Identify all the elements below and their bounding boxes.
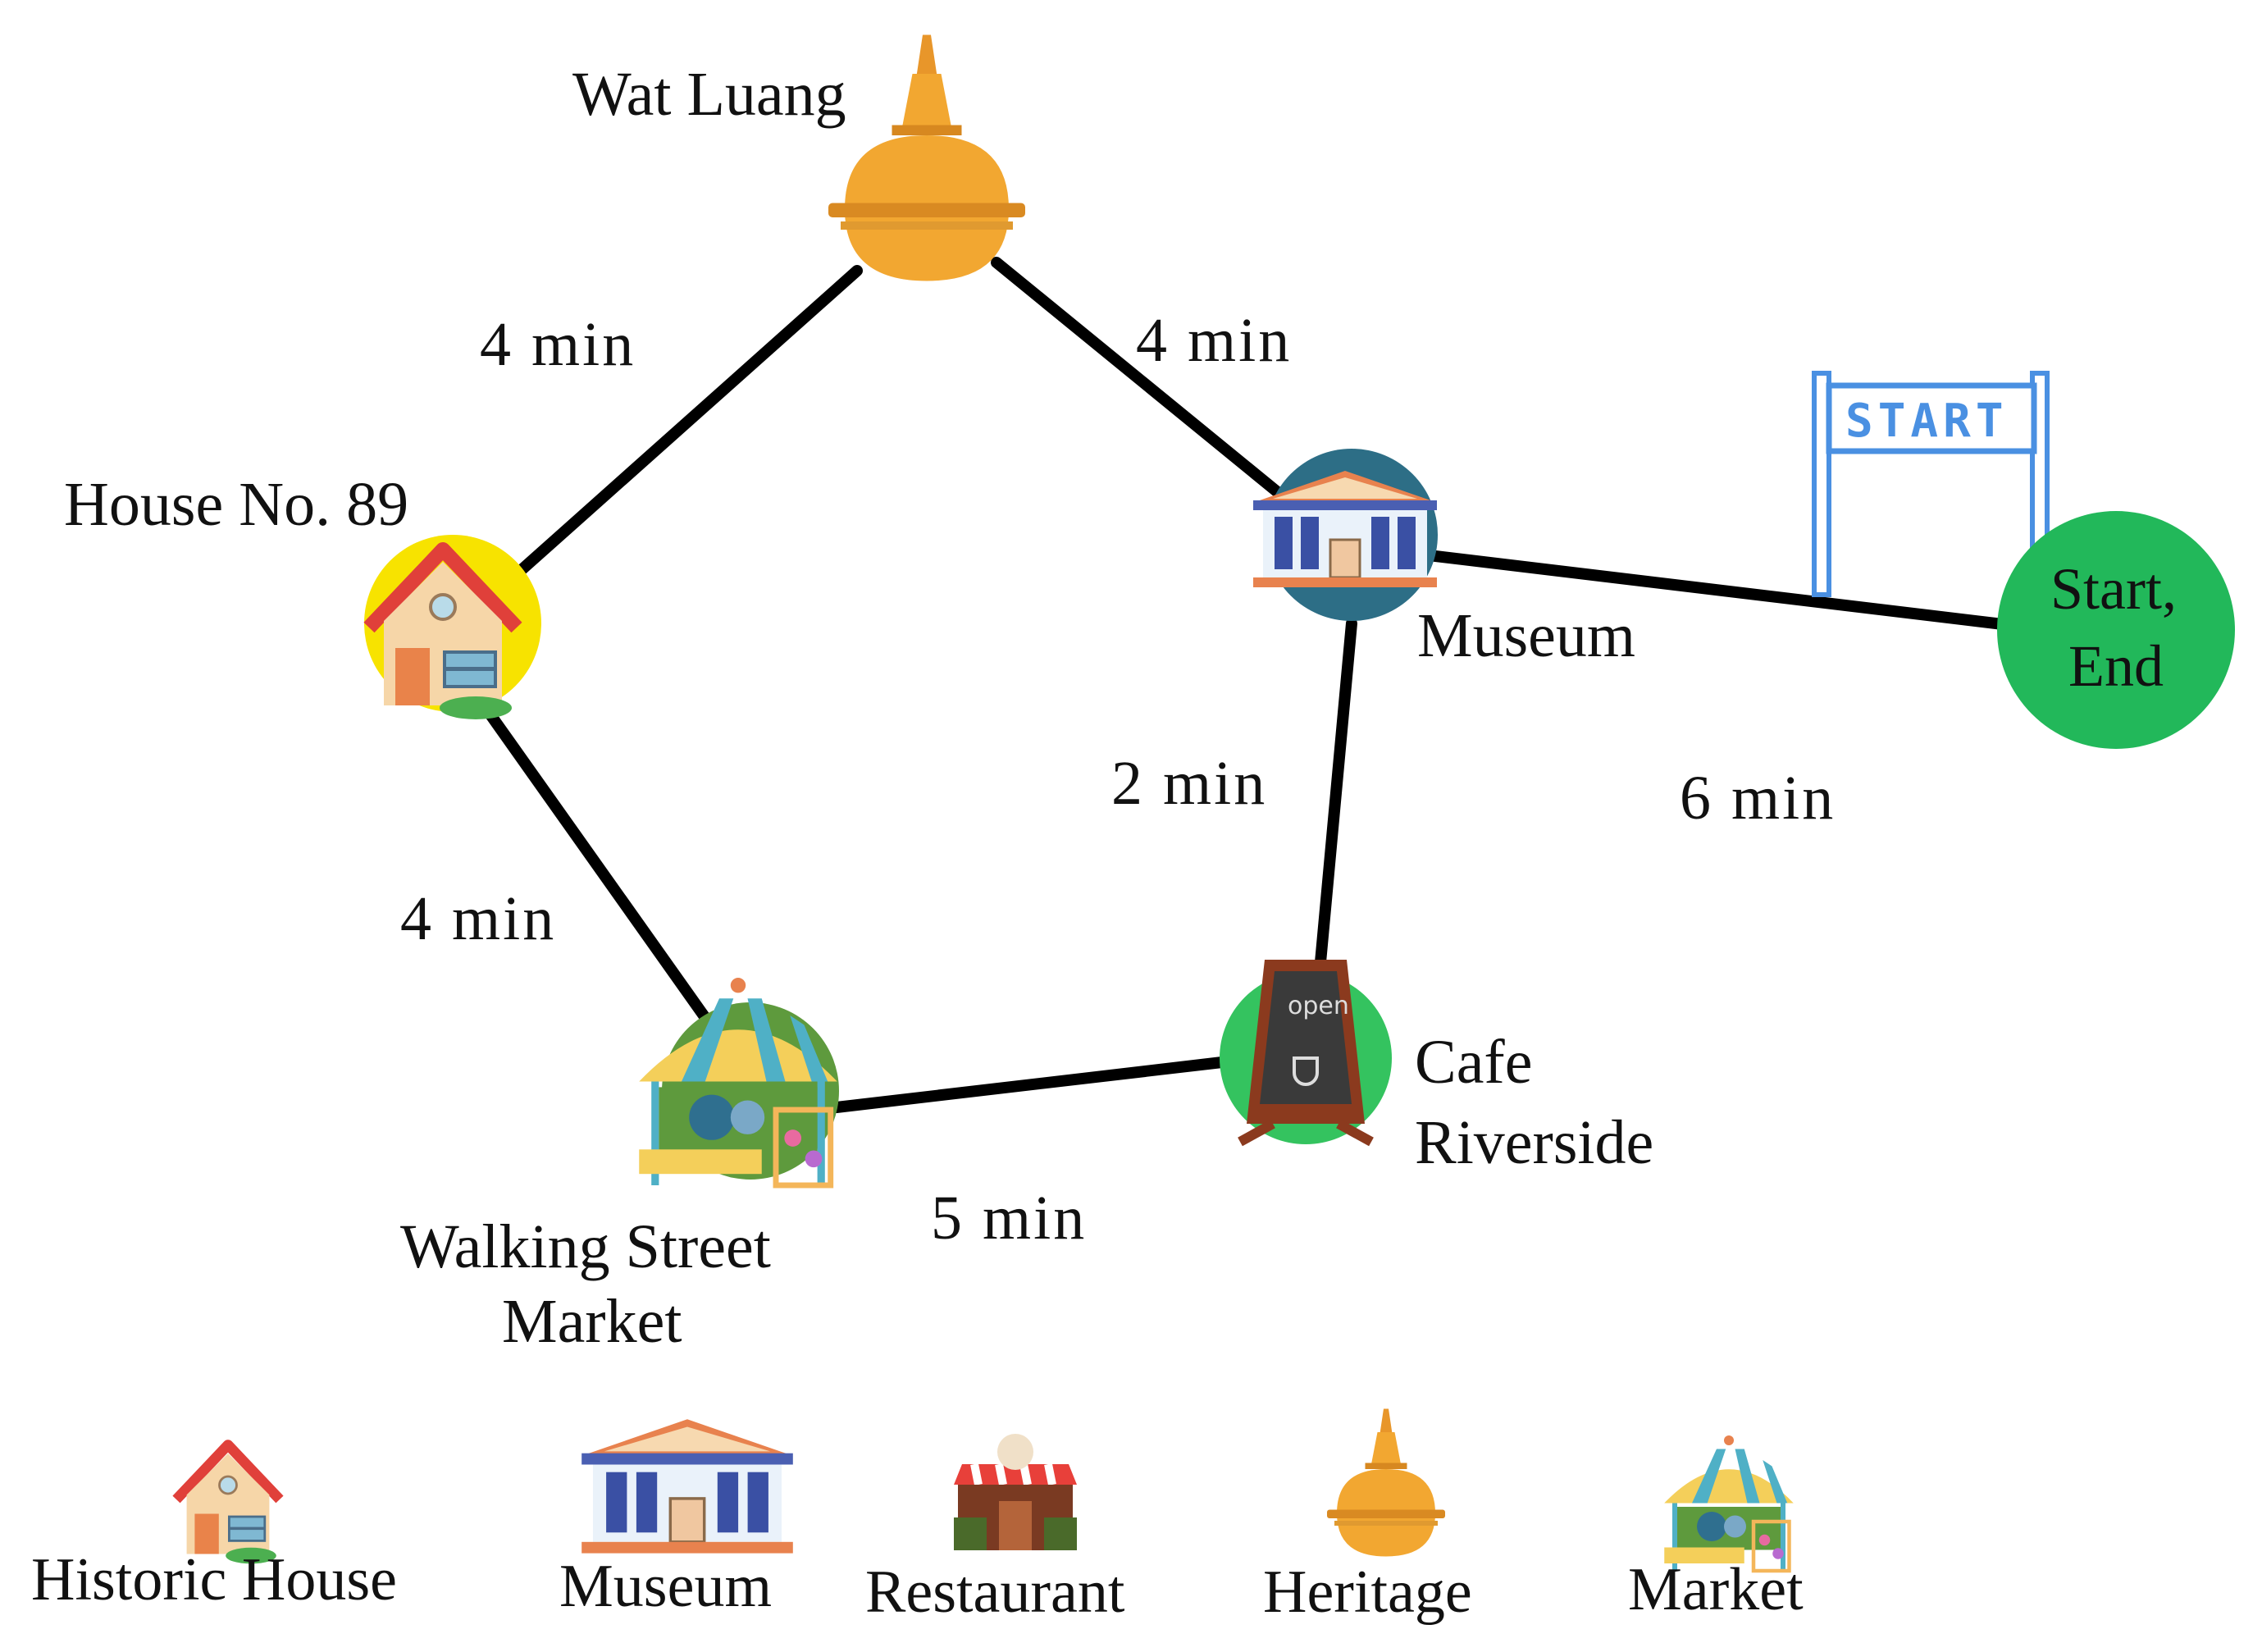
- edge-museum-start: [1389, 545, 2015, 631]
- legend-item-restaurant: Restaurant: [865, 1434, 1125, 1626]
- legend-item-museum: Museum: [559, 1417, 795, 1620]
- node-start-end: Start, End: [1997, 511, 2235, 749]
- legend-item-market: Market: [1628, 1435, 1804, 1623]
- node-museum: Museum: [1252, 449, 1635, 670]
- stupa-icon: [828, 34, 1025, 281]
- edge-museum-cafe: [1313, 618, 1357, 986]
- start-node-line1: Start,: [2050, 556, 2177, 622]
- edge-label-museum-cafe: 2 min: [1111, 749, 1267, 818]
- museum-icon: [580, 1417, 795, 1555]
- legend-label-restaurant: Restaurant: [865, 1558, 1125, 1626]
- node-label-cafe-line1: Cafe: [1415, 1028, 1532, 1097]
- node-house: House No. 89: [64, 470, 541, 719]
- node-label-museum: Museum: [1417, 601, 1635, 670]
- edges: [478, 257, 2015, 1113]
- edge-market-cafe: [831, 1056, 1228, 1113]
- edge-wat-museum: [991, 257, 1293, 506]
- legend-item-historic-house: Historic House: [31, 1445, 397, 1613]
- start-sign: START: [1812, 371, 2050, 597]
- legend-item-heritage: Heritage: [1263, 1408, 1472, 1626]
- legend-label-market: Market: [1628, 1556, 1804, 1623]
- node-label-market-line2: Market: [502, 1287, 682, 1356]
- start-node-line2: End: [2068, 633, 2164, 699]
- edge-house-wat: [511, 265, 863, 580]
- start-node-circle: [1997, 511, 2235, 749]
- edge-label-wat-museum: 4 min: [1136, 306, 1292, 375]
- edge-label-market-cafe: 5 min: [931, 1184, 1087, 1253]
- start-sign-banner: [1826, 382, 2037, 454]
- node-label-cafe-line2: Riverside: [1415, 1108, 1653, 1177]
- edge-house-market: [478, 700, 719, 1035]
- start-sign-post-left: [1812, 371, 1831, 597]
- legend-label-heritage: Heritage: [1263, 1558, 1472, 1626]
- node-market: Walking Street Market: [400, 978, 839, 1356]
- node-wat-luang: Wat Luang: [572, 34, 1025, 281]
- stupa-icon: [1327, 1408, 1445, 1557]
- node-label-market-line1: Walking Street: [400, 1212, 771, 1281]
- legend-label-historic-house: Historic House: [31, 1546, 397, 1613]
- edge-label-house-wat: 4 min: [480, 310, 636, 379]
- market-stall-icon: [1664, 1435, 1794, 1571]
- start-sign-text: START: [1845, 395, 2009, 448]
- legend-label-museum: Museum: [559, 1553, 772, 1620]
- edge-label-house-market: 4 min: [400, 884, 556, 953]
- node-label-house: House No. 89: [64, 470, 408, 539]
- restaurant-icon: [954, 1434, 1077, 1550]
- legend: Historic House Museum Restaurant Heritag…: [31, 1408, 1804, 1626]
- node-label-wat-luang: Wat Luang: [572, 60, 846, 129]
- node-cafe: Cafe Riverside: [1220, 960, 1653, 1177]
- edge-label-museum-start: 6 min: [1680, 764, 1836, 833]
